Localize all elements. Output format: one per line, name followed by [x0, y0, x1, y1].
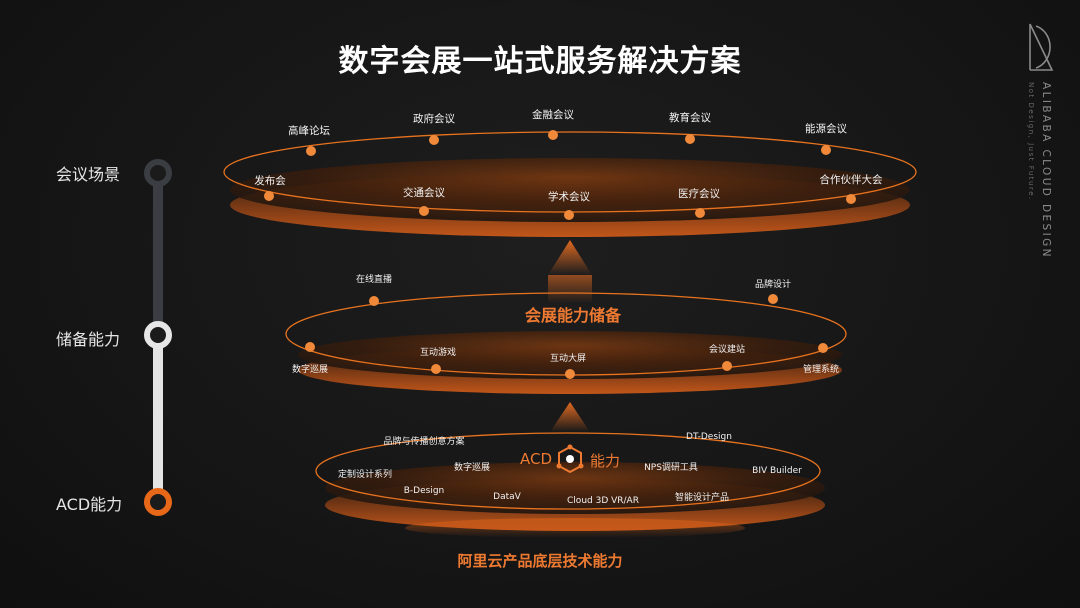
acd-bottom-glow — [405, 518, 745, 538]
dot-reserve-3 — [305, 342, 315, 352]
arrow-up-2 — [550, 402, 590, 432]
scene-label: 金融会议 — [532, 109, 574, 121]
acd-label: BIV Builder — [752, 466, 802, 476]
acd-label: DataV — [493, 492, 521, 502]
acd-title-right: 能力 — [590, 452, 621, 470]
dot-reserve-7 — [818, 343, 828, 353]
dot-reserve-1 — [369, 296, 379, 306]
footer-caption: 阿里云产品底层技术能力 — [457, 552, 623, 570]
reserve-label: 管理系统 — [802, 365, 840, 375]
scene-label: 交通会议 — [403, 187, 445, 199]
arrow-up-1 — [548, 240, 592, 275]
reserve-label: 会议建站 — [708, 345, 746, 355]
reserve-label: 品牌设计 — [754, 280, 792, 290]
dot-scene-3 — [548, 130, 558, 140]
reserve-label: 在线直播 — [355, 275, 393, 285]
acd-hex-icon — [556, 444, 584, 474]
timeline-label-reserve: 储备能力 — [56, 330, 121, 349]
dot-scene-6 — [264, 191, 274, 201]
dot-reserve-4 — [431, 364, 441, 374]
brand-name: ALIBABA CLOUD DESIGN — [1040, 82, 1052, 259]
scene-label: 合作伙伴大会 — [819, 174, 883, 186]
scenes-disc-body — [230, 158, 910, 222]
scene-label: 高峰论坛 — [288, 125, 330, 137]
timeline-label-scenes: 会议场景 — [56, 165, 121, 184]
scene-label: 医疗会议 — [678, 188, 720, 200]
dot-scene-1 — [306, 146, 316, 156]
timeline-node-acd[interactable] — [144, 488, 172, 516]
timeline-label-acd: ACD能力 — [56, 495, 123, 514]
brand-slogan: Not Design, Just Future. — [1027, 82, 1035, 201]
dot-scene-5 — [821, 145, 831, 155]
acd-label: 品牌与传播创意方案 — [383, 437, 465, 447]
scene-label: 教育会议 — [669, 112, 711, 124]
timeline-track-lower — [153, 340, 163, 500]
dot-scene-2 — [429, 135, 439, 145]
acd-label: Cloud 3D VR/AR — [567, 496, 639, 506]
reserve-title: 会展能力储备 — [524, 306, 622, 325]
timeline-node-scenes[interactable] — [144, 159, 172, 187]
scene-label: 学术会议 — [548, 191, 590, 203]
dot-scene-10 — [846, 194, 856, 204]
acd-title-left: ACD — [520, 450, 553, 468]
dot-scene-9 — [695, 208, 705, 218]
dot-reserve-2 — [768, 294, 778, 304]
acd-disc-body — [325, 462, 825, 514]
reserve-label: 互动游戏 — [419, 348, 457, 358]
dot-scene-8 — [564, 210, 574, 220]
reserve-label: 互动大屏 — [549, 354, 587, 364]
arrow-up-1-stem — [548, 275, 592, 303]
reserve-label: 数字巡展 — [291, 365, 329, 375]
acd-label: NPS调研工具 — [644, 463, 698, 473]
timeline-node-reserve[interactable] — [144, 321, 172, 349]
dot-reserve-5 — [565, 369, 575, 379]
acd-label: B-Design — [403, 486, 445, 496]
acd-label: 数字巡展 — [453, 463, 491, 473]
scene-label: 能源会议 — [805, 123, 847, 135]
brand-logo-icon — [1029, 23, 1054, 71]
timeline-track-upper — [153, 180, 163, 330]
scene-label: 发布会 — [254, 175, 286, 187]
scene-label: 政府会议 — [413, 113, 455, 125]
acd-label: 定制设计系列 — [337, 470, 393, 480]
dot-scene-4 — [685, 134, 695, 144]
page-title: 数字会展一站式服务解决方案 — [338, 44, 742, 79]
acd-ring — [315, 432, 821, 510]
acd-label: 智能设计产品 — [674, 493, 730, 503]
dot-scene-7 — [419, 206, 429, 216]
dot-reserve-6 — [722, 361, 732, 371]
acd-label: DT-Design — [686, 432, 732, 442]
